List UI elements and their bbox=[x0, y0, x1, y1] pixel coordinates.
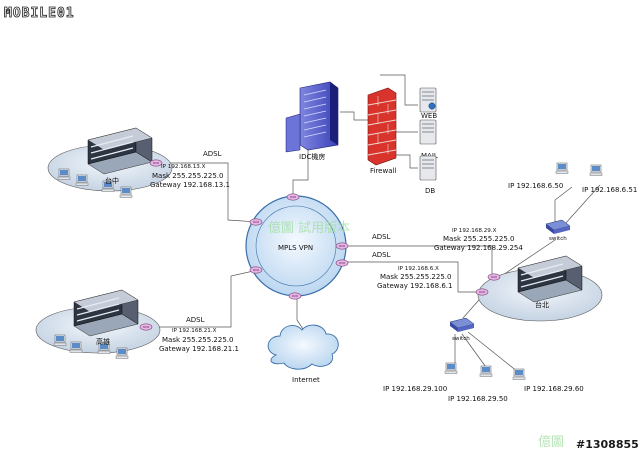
switch-label: switch bbox=[549, 236, 567, 242]
site-kaohsiung: 高雄 ADSL IP 192.168.21.X Mask 255.255.225… bbox=[35, 289, 239, 359]
site-taipei: 台北 ADSL IP 192.168.29.X Mask 255.255.225… bbox=[372, 162, 637, 403]
firewall-label: Firewall bbox=[370, 167, 396, 175]
subnet-mask: Mask 255.255.225.0 bbox=[380, 273, 451, 281]
router-icon bbox=[249, 218, 263, 226]
mobile01-logo: MOBILE01 bbox=[1, 1, 125, 21]
site-name: 高雄 bbox=[96, 337, 110, 346]
host-ip: IP 192.168.29.50 bbox=[448, 395, 508, 403]
connection-lines bbox=[148, 74, 601, 373]
link-type: ADSL bbox=[203, 150, 222, 158]
gateway: Gateway 192.168.13.1 bbox=[150, 181, 230, 189]
globe-icon bbox=[428, 102, 436, 110]
server-icon bbox=[419, 119, 437, 145]
server-label: WEB bbox=[421, 112, 437, 120]
router-icon bbox=[335, 259, 349, 267]
pc-icon bbox=[75, 174, 89, 186]
link-type: ADSL bbox=[372, 233, 391, 241]
gateway: Gateway 192.168.21.1 bbox=[159, 345, 239, 353]
core-label: MPLS VPN bbox=[278, 244, 313, 252]
router-icon bbox=[139, 323, 153, 331]
pc-icon bbox=[589, 164, 603, 176]
switch-icon bbox=[545, 219, 571, 234]
idc-datacenter: IDC機房 Firewall WEB MAIL DB bbox=[285, 81, 438, 195]
router-icon bbox=[487, 273, 501, 281]
gateway: Gateway 192.168.6.1 bbox=[377, 282, 452, 290]
idc-label: IDC機房 bbox=[299, 152, 325, 161]
trial-watermark-corner: 億圖 bbox=[538, 434, 564, 450]
ip-range: IP 192.168.6.X bbox=[398, 266, 439, 272]
pc-icon bbox=[555, 162, 569, 174]
router-icon bbox=[475, 288, 489, 296]
site-name: 台中 bbox=[105, 176, 119, 185]
mpls-vpn-cloud: MPLS VPN bbox=[245, 193, 349, 300]
logo-text: MOBILE01 bbox=[4, 6, 75, 21]
trial-watermark: 億圖 試用版本 bbox=[268, 220, 350, 236]
link-type: ADSL bbox=[186, 316, 205, 324]
subnet-mask: Mask 255.255.225.0 bbox=[162, 336, 233, 344]
pc-icon bbox=[119, 186, 133, 198]
ip-range: IP 192.168.21.X bbox=[172, 328, 217, 334]
host-ip: IP 192.168.6.51 bbox=[582, 186, 637, 194]
subnet-mask: Mask 255.255.225.0 bbox=[443, 235, 514, 243]
switch-label: switch bbox=[452, 336, 470, 342]
router-icon bbox=[249, 266, 263, 274]
site-taichung: 台中 ADSL IP 192.168.13.X Mask 255.255.225… bbox=[47, 127, 230, 198]
firewall-icon bbox=[367, 87, 397, 166]
pc-icon bbox=[512, 368, 526, 380]
pc-icon bbox=[444, 362, 458, 374]
pc-icon bbox=[53, 334, 67, 346]
pc-icon bbox=[69, 341, 83, 353]
gateway: Gateway 192.168.29.254 bbox=[434, 244, 523, 252]
site-name: 台北 bbox=[535, 300, 549, 309]
host-ip: IP 192.168.29.100 bbox=[383, 385, 447, 393]
switch-icon bbox=[449, 317, 475, 332]
link-type: ADSL bbox=[372, 251, 391, 259]
server-label: DB bbox=[425, 187, 435, 195]
pc-icon bbox=[115, 347, 129, 359]
host-ip: IP 192.168.29.60 bbox=[524, 385, 584, 393]
router-icon bbox=[288, 292, 302, 300]
subnet-mask: Mask 255.255.225.0 bbox=[152, 172, 223, 180]
internet-label: Internet bbox=[292, 376, 320, 384]
router-icon bbox=[335, 242, 349, 250]
ip-range: IP 192.168.13.X bbox=[161, 164, 206, 170]
internet-cloud: Internet bbox=[267, 324, 339, 384]
post-id: #1308855 bbox=[576, 438, 639, 451]
host-ip: IP 192.168.6.50 bbox=[508, 182, 563, 190]
router-icon bbox=[286, 193, 300, 201]
server-icon bbox=[419, 155, 437, 181]
pc-icon bbox=[479, 365, 493, 377]
ip-range: IP 192.168.29.X bbox=[452, 228, 497, 234]
pc-icon bbox=[57, 168, 71, 180]
